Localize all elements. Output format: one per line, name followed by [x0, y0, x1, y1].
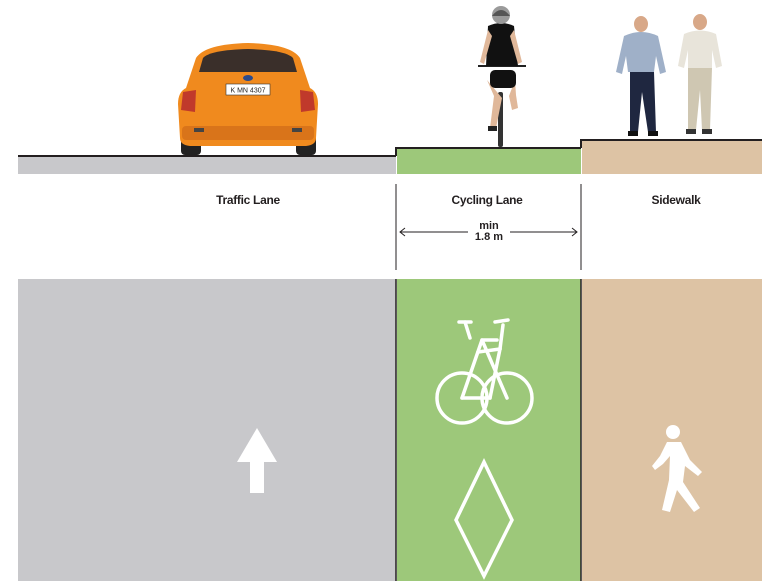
sidewalk-label: Sidewalk	[651, 193, 701, 207]
dimension-arrow-left	[399, 227, 406, 237]
cycling-lane-plan	[397, 279, 581, 581]
cycling-lane-label: Cycling Lane	[451, 193, 523, 207]
traffic-lane-label: Traffic Lane	[216, 193, 280, 207]
license-plate: K MN 4307	[230, 88, 265, 95]
dimension-arrow-right	[571, 227, 578, 237]
diamond-icon	[454, 457, 514, 580]
up-arrow-icon	[237, 428, 277, 493]
traffic-lane-plan	[18, 279, 396, 581]
dimension-value: 1.8 m	[474, 231, 504, 243]
dimension-label: min 1.8 m	[468, 221, 510, 243]
dimension-min: min	[479, 220, 499, 232]
sidewalk-edge-line	[580, 139, 762, 148]
cycling-lane-edge-line	[395, 147, 581, 156]
traffic-lane-section	[18, 156, 396, 174]
pedestrian-icon	[652, 425, 702, 512]
sidewalk-section	[582, 140, 762, 174]
pedestrians	[616, 14, 722, 136]
bicycle-icon	[435, 318, 534, 425]
cycling-lane-section	[397, 148, 581, 174]
cyclist	[478, 6, 526, 147]
car: K MN 4307	[178, 43, 318, 155]
